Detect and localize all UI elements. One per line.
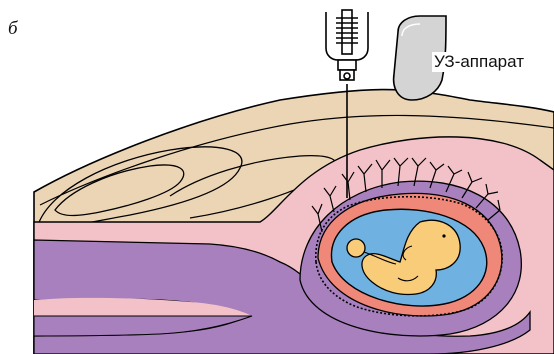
syringe-icon	[326, 10, 368, 80]
yolk-sac	[347, 239, 365, 257]
ultrasound-label: УЗ-аппарат	[432, 52, 526, 72]
panel-letter: б	[8, 18, 18, 40]
embryo-eye	[442, 234, 445, 237]
